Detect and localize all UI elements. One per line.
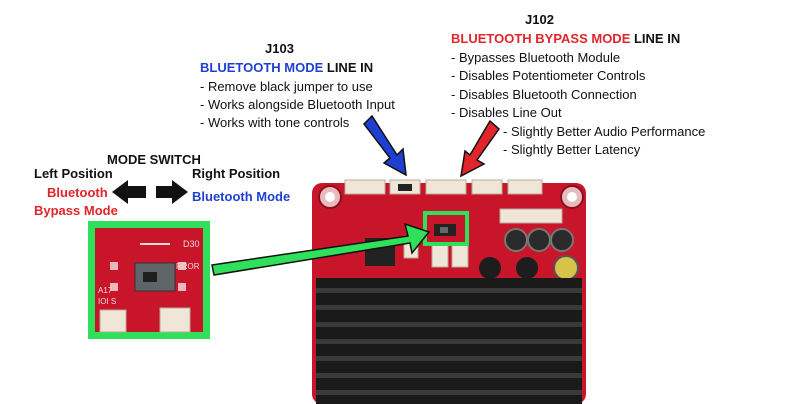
j102-bullet: - Disables Line Out	[451, 105, 562, 120]
j102-bullet: - Disables Potentiometer Controls	[451, 68, 646, 83]
j103-bullet: - Works with tone controls	[200, 115, 350, 130]
j102-sub-bullet: - Slightly Better Latency	[503, 142, 641, 157]
j103-label: J103	[265, 41, 294, 56]
j102-bullet: - Bypasses Bluetooth Module	[451, 50, 621, 65]
j102-sub-bullet: - Slightly Better Audio Performance	[503, 124, 706, 139]
left-position-heading: Left Position	[34, 166, 113, 181]
j102-title-mode: BLUETOOTH BYPASS MODE	[451, 31, 631, 46]
j103-bullet: - Remove black jumper to use	[200, 79, 373, 94]
red-arrow-icon	[460, 119, 501, 178]
j102-bullet: - Disables Bluetooth Connection	[451, 87, 637, 102]
left-arrow-icon	[112, 180, 146, 204]
j102-title-suffix: LINE IN	[630, 31, 681, 46]
j102-label: J102	[525, 12, 554, 27]
blue-arrow-icon	[363, 114, 407, 177]
inset-label-d30: D30	[183, 239, 200, 249]
left-mode-label: Bluetooth	[47, 185, 108, 200]
right-mode-label: Bluetooth Mode	[192, 189, 291, 204]
right-arrow-icon	[156, 180, 188, 204]
j103-title-suffix: LINE IN	[323, 60, 374, 75]
green-pointer-arrow	[211, 222, 431, 276]
j103-bullet: - Works alongside Bluetooth Input	[200, 97, 395, 112]
right-position-heading: Right Position	[192, 166, 281, 181]
mode-switch-title: MODE SWITCH	[107, 152, 201, 167]
inset-label-ioi: IOI S	[98, 297, 116, 306]
heatsink	[316, 278, 582, 404]
inset-label-a17: A17	[98, 286, 113, 295]
j103-title: BLUETOOTH MODE LINE IN	[200, 61, 373, 74]
switch-highlight-box	[423, 211, 469, 246]
inset-label-rror: RROR	[176, 262, 200, 271]
amplifier-board	[312, 179, 586, 404]
j102-title: BLUETOOTH BYPASS MODE LINE IN	[451, 32, 680, 45]
top-connectors	[344, 179, 563, 224]
left-mode-label-line2: Bypass Mode	[34, 203, 118, 218]
switch-zoom-inset	[88, 221, 210, 339]
j103-title-mode: BLUETOOTH MODE	[200, 60, 324, 75]
